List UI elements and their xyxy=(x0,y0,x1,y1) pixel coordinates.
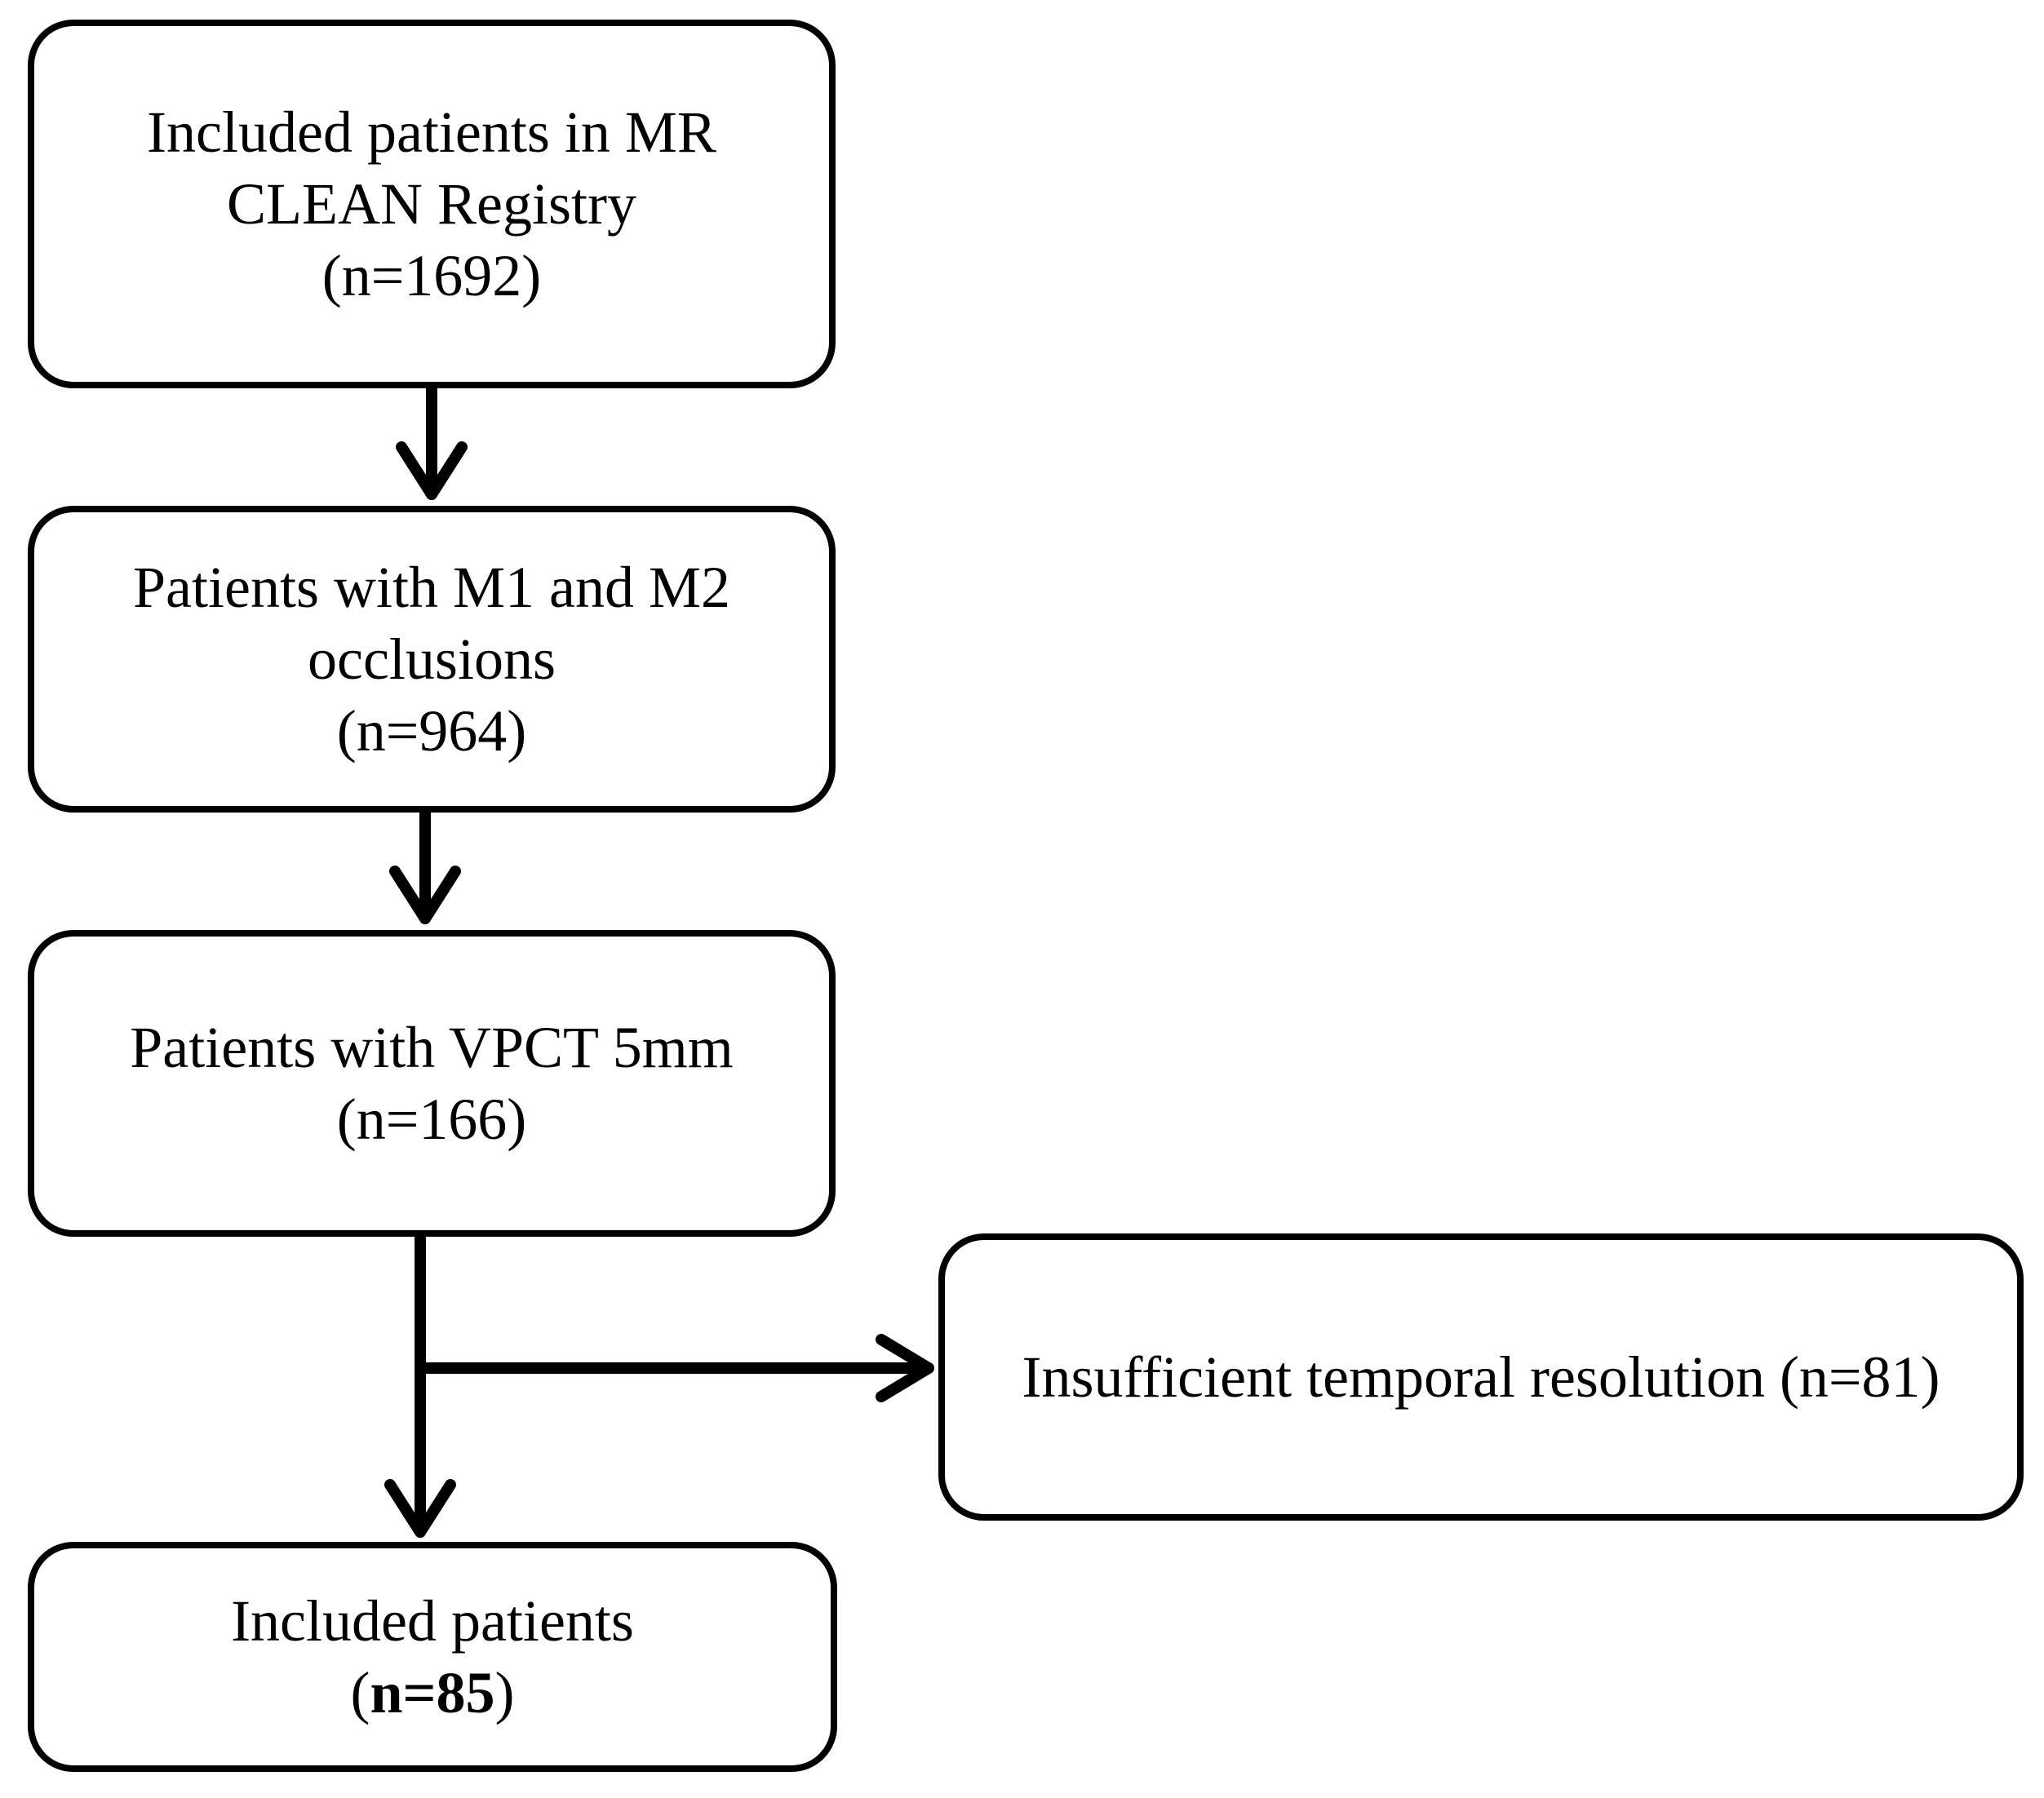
node-registry-count: (n=1692) xyxy=(321,243,542,308)
node-vpct-count: (n=166) xyxy=(336,1087,527,1152)
node-vpct-line-1: Patients with VPCT 5mm xyxy=(130,1015,734,1080)
node-included: Included patients (n=85) xyxy=(28,1542,837,1772)
node-included-line-1: Included patients xyxy=(231,1588,634,1654)
node-included-count-open: ( xyxy=(350,1660,370,1725)
node-included-count: n=85 xyxy=(370,1660,495,1725)
node-occlusions: Patients with M1 and M2 occlusions (n=96… xyxy=(28,506,836,813)
node-registry: Included patients in MR CLEAN Registry (… xyxy=(28,20,836,388)
node-registry-line-2: CLEAN Registry xyxy=(227,171,636,237)
arrow-vpct-to-excluded xyxy=(415,1334,934,1402)
node-registry-line-1: Included patients in MR xyxy=(147,100,716,165)
arrow-vpct-to-included xyxy=(384,1231,456,1538)
arrow-registry-to-occlusions xyxy=(396,383,468,500)
node-included-count-line: (n=85) xyxy=(350,1657,514,1729)
node-excluded: Insufficient temporal resolution (n=81) xyxy=(938,1233,2024,1521)
node-vpct: Patients with VPCT 5mm (n=166) xyxy=(28,930,836,1237)
node-occlusions-line-2: occlusions xyxy=(308,627,556,692)
node-occlusions-line-1: Patients with M1 and M2 xyxy=(133,555,730,620)
node-included-count-close: ) xyxy=(494,1660,515,1725)
node-excluded-line-1: Insufficient temporal resolution (n=81) xyxy=(1022,1344,1940,1410)
node-occlusions-count: (n=964) xyxy=(336,698,527,764)
arrow-occlusions-to-vpct xyxy=(389,807,461,924)
